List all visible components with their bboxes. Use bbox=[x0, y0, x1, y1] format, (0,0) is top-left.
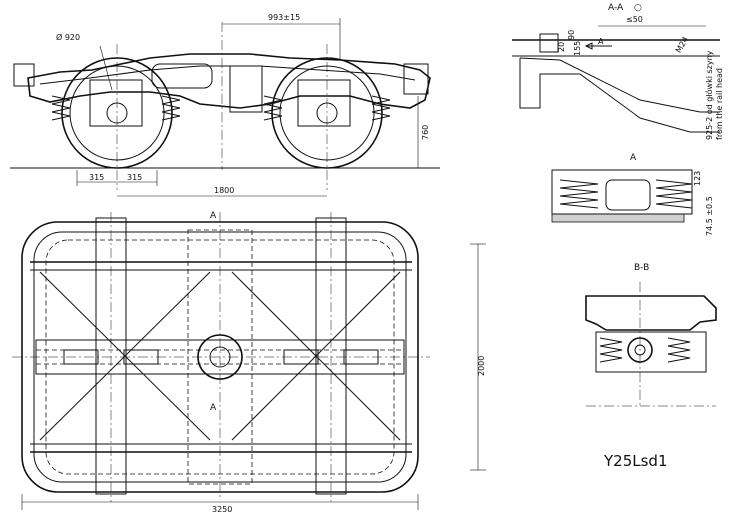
side-view: 993±15 Ø 920 315 315 1800 760 bbox=[10, 13, 440, 197]
dim-left-315: 315 bbox=[89, 173, 104, 182]
dim-20: 20 bbox=[557, 42, 566, 52]
dim-vertical-en: from the rail head bbox=[715, 68, 724, 140]
dim-bolt: M24 bbox=[674, 35, 690, 54]
dim-90: 90 bbox=[567, 30, 576, 40]
dim-50: ≤50 bbox=[626, 15, 643, 24]
section-b-b: B-B bbox=[585, 263, 717, 407]
plan-view: A A 3250 2000 bbox=[12, 211, 486, 514]
detail-a-title: A bbox=[630, 153, 637, 163]
dim-right-315: 315 bbox=[127, 173, 142, 182]
section-bb-title: B-B bbox=[634, 263, 649, 273]
dim-wheelbase: 1800 bbox=[214, 186, 234, 195]
detail-a: A 123 74.5 ±0.5 bbox=[551, 153, 714, 236]
dim-top: 993±15 bbox=[268, 13, 300, 22]
dim-wheel-dia: Ø 920 bbox=[56, 32, 80, 42]
dim-155: 155 bbox=[573, 41, 582, 56]
section-mark-a-bottom: A bbox=[210, 403, 217, 413]
svg-text:○: ○ bbox=[634, 3, 642, 13]
dim-bottom: 74.5 ±0.5 bbox=[705, 196, 714, 236]
dim-height: 760 bbox=[421, 125, 430, 140]
model-label: Y25Lsd1 bbox=[603, 452, 668, 470]
section-a-a: A-A ○ ≤50 90 20 155 A M24 925-2 od główk… bbox=[512, 3, 724, 140]
side-frame bbox=[27, 53, 431, 109]
dim-width: 3250 bbox=[212, 505, 232, 514]
dim-vertical: 925-2 od główki szyny bbox=[704, 50, 714, 140]
section-aa-title: A-A bbox=[608, 3, 624, 13]
dim-length: 2000 bbox=[477, 356, 486, 376]
dim-123: 123 bbox=[693, 171, 702, 186]
section-mark-a-top: A bbox=[210, 211, 217, 221]
aa-arrow-label: A bbox=[598, 37, 604, 46]
